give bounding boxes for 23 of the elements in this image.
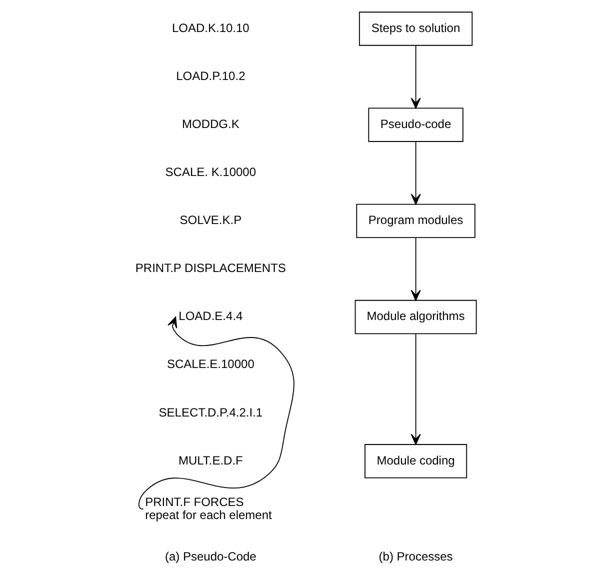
label: LOAD.P.10.2 xyxy=(176,68,245,83)
label: SELECT.D.P.4.2.I.1 xyxy=(158,405,262,420)
node-box: Program modules xyxy=(356,204,475,238)
arrow xyxy=(410,237,420,301)
arrow xyxy=(410,45,420,109)
arrow xyxy=(138,316,294,510)
node-text: PRINT.F FORCES repeat for each element xyxy=(144,494,272,522)
label: LOAD.K.10.10 xyxy=(171,20,249,35)
label: (b) Processes xyxy=(378,549,452,564)
node-box: Module algorithms xyxy=(354,300,476,334)
label: MULT.E.D.F xyxy=(178,453,242,468)
arrow xyxy=(410,141,420,205)
node-box: Pseudo-code xyxy=(368,108,463,142)
label: SCALE. K.10000 xyxy=(164,165,256,180)
node-box: Module coding xyxy=(364,444,467,478)
arrow xyxy=(410,333,420,445)
label: SOLVE.K.P xyxy=(179,213,242,228)
label: (a) Pseudo-Code xyxy=(164,549,256,564)
label: SCALE.E.10000 xyxy=(166,357,254,372)
label: MODDG.K xyxy=(182,116,239,131)
node-box: Steps to solution xyxy=(358,12,472,46)
node-text: LOAD.E.4.4 xyxy=(178,309,242,324)
label: PRINT.P DISPLACEMENTS xyxy=(134,261,286,276)
